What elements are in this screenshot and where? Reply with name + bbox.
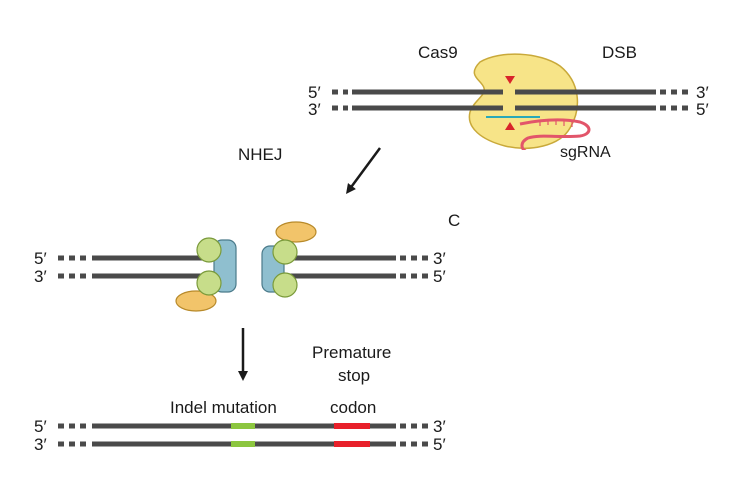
- stop-codon-label-line3: codon: [330, 398, 376, 417]
- result-left-5prime-label: 5′: [34, 417, 47, 436]
- sgrna-label: sgRNA: [560, 144, 611, 161]
- nhej-left-5prime-label: 5′: [34, 249, 47, 268]
- top-right-5prime-label: 5′: [696, 100, 709, 119]
- top-panel: Cas9 DSB sgRNA 5′ 3′ 3′ 5′: [308, 43, 709, 164]
- top-left-5prime-label: 5′: [308, 83, 321, 102]
- indel-mark-top: [231, 423, 255, 429]
- cut-marker-bottom: [505, 122, 515, 130]
- indel-mutation-label: Indel mutation: [170, 398, 277, 417]
- cas9-label: Cas9: [418, 43, 458, 62]
- nhej-right-3prime-label: 3′: [433, 249, 446, 268]
- result-left-3prime-label: 3′: [34, 435, 47, 454]
- ku-right-orange-subunit: [275, 221, 317, 243]
- dsb-gap: [503, 86, 515, 114]
- top-left-3prime-label: 3′: [308, 100, 321, 119]
- partial-panel-label: C: [448, 211, 460, 230]
- nhej-arrow: [346, 147, 382, 195]
- nhej-panel: 5′ 3′ 3′ 5′ C: [34, 211, 460, 312]
- top-right-3prime-label: 3′: [696, 83, 709, 102]
- stop-codon-label-line1: Premature: [312, 343, 391, 362]
- sgrna-strand: [519, 118, 591, 154]
- result-right-3prime-label: 3′: [433, 417, 446, 436]
- ku-left-orange-subunit: [175, 290, 217, 312]
- result-right-5prime-label: 5′: [433, 435, 446, 454]
- crop-mask: [460, 150, 660, 164]
- stop-codon-mark-bottom: [334, 441, 370, 447]
- nhej-left-3prime-label: 3′: [34, 267, 47, 286]
- dsb-label: DSB: [602, 43, 637, 62]
- result-panel: Premature stop codon Indel mutation 5′ 3…: [34, 343, 446, 454]
- ku-right-green-subunit-top: [272, 239, 298, 265]
- cas9-protein: [468, 53, 579, 149]
- ku-left-green-subunit-top: [196, 237, 222, 263]
- ku-right-green-subunit-bottom: [272, 272, 298, 298]
- sgrna-hairpin-ticks: [539, 119, 573, 127]
- ku-left-green-subunit-bottom: [196, 270, 222, 296]
- nhej-label: NHEJ: [238, 145, 282, 164]
- nhej-right-5prime-label: 5′: [433, 267, 446, 286]
- cut-marker-top: [505, 76, 515, 84]
- stop-codon-label-line2: stop: [338, 366, 370, 385]
- stop-codon-mark-top: [334, 423, 370, 429]
- indel-mark-bottom: [231, 441, 255, 447]
